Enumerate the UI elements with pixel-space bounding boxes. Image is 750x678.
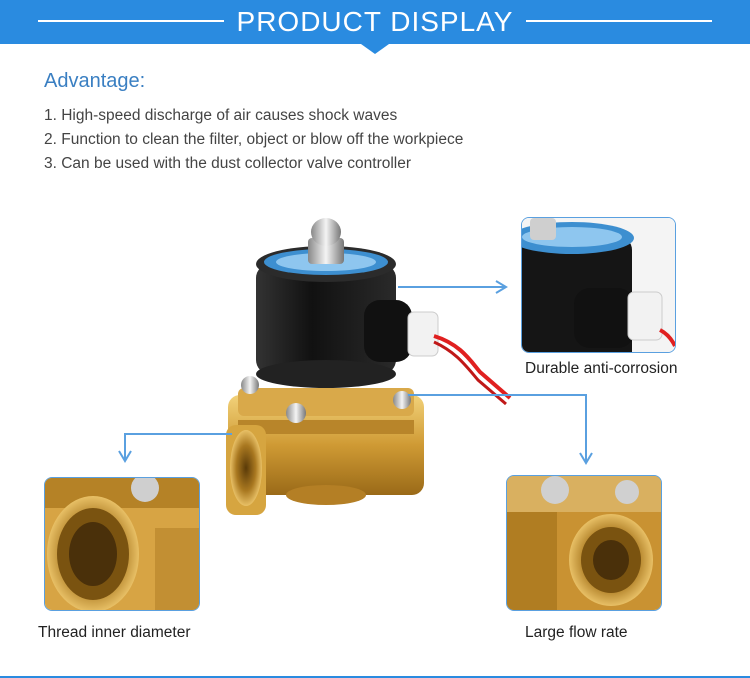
advantage-title: Advantage:	[44, 70, 146, 92]
flow-port-closeup-image	[507, 476, 661, 610]
callout-arrows	[118, 280, 593, 465]
coil-closeup-image	[522, 218, 675, 352]
advantage-item: 3. Can be used with the dust collector v…	[44, 155, 412, 172]
banner-notch	[361, 44, 389, 54]
banner-title: PRODUCT DISPLAY	[236, 6, 514, 37]
banner-line-right	[526, 20, 712, 22]
advantage-item: 2. Function to clean the filter, object …	[44, 131, 464, 148]
detail-panel-flow	[506, 475, 662, 611]
header-banner: PRODUCT DISPLAY	[0, 0, 750, 44]
detail-panel-thread	[44, 477, 200, 611]
advantage-list: 1. High-speed discharge of air causes sh…	[44, 104, 463, 176]
flow-caption: Large flow rate	[525, 624, 628, 641]
footer-line	[0, 676, 750, 678]
detail-panel-coil	[521, 217, 676, 353]
thread-caption: Thread inner diameter	[38, 624, 191, 641]
thread-closeup-image	[45, 478, 199, 610]
advantage-item: 1. High-speed discharge of air causes sh…	[44, 107, 398, 124]
banner-line-left	[38, 20, 224, 22]
corrosion-caption: Durable anti-corrosion	[525, 360, 678, 377]
